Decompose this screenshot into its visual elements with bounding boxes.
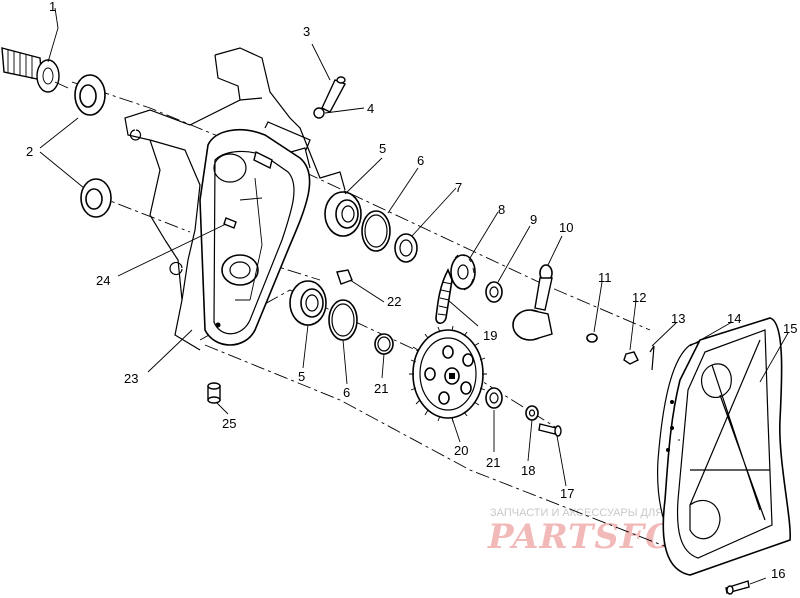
plug-22 bbox=[336, 269, 353, 285]
input-shaft bbox=[1, 47, 69, 93]
callout-16: 16 bbox=[771, 566, 785, 581]
drain-plug bbox=[207, 382, 221, 404]
chaincase-housing bbox=[124, 47, 346, 351]
callout-7: 7 bbox=[455, 180, 462, 195]
callout-4: 4 bbox=[367, 101, 374, 116]
callout-5-upper: 5 bbox=[379, 141, 386, 156]
callout-8: 8 bbox=[498, 202, 505, 217]
seal-upper bbox=[74, 74, 106, 116]
callout-3: 3 bbox=[303, 24, 310, 39]
seal-7 bbox=[394, 233, 418, 263]
callout-20: 20 bbox=[454, 443, 468, 458]
callout-25: 25 bbox=[222, 416, 236, 431]
washer-11 bbox=[586, 333, 598, 343]
chaincase-cover bbox=[662, 317, 791, 576]
callout-12: 12 bbox=[632, 290, 646, 305]
cover-bolt bbox=[725, 580, 750, 595]
callout-5-lower: 5 bbox=[298, 369, 305, 384]
snap-ring-upper bbox=[361, 210, 391, 252]
callout-10: 10 bbox=[559, 220, 573, 235]
bearing-lower bbox=[289, 280, 327, 326]
callout-22: 22 bbox=[387, 294, 401, 309]
leader-lines bbox=[39, 7, 789, 585]
callout-19: 19 bbox=[483, 328, 497, 343]
top-sprocket bbox=[450, 254, 476, 291]
bolt bbox=[321, 76, 346, 113]
callout-23: 23 bbox=[124, 371, 138, 386]
bearing-upper bbox=[324, 191, 362, 237]
callout-9: 9 bbox=[530, 212, 537, 227]
callout-14: 14 bbox=[727, 311, 741, 326]
callout-21-lower: 21 bbox=[486, 455, 500, 470]
ring-21-lower bbox=[485, 387, 503, 409]
chain-tensioner bbox=[512, 264, 553, 341]
washer-18 bbox=[525, 405, 539, 421]
bottom-sprocket bbox=[409, 325, 487, 423]
callout-1: 1 bbox=[49, 0, 56, 14]
snap-ring-lower bbox=[328, 299, 358, 341]
callout-21-upper: 21 bbox=[374, 381, 388, 396]
callout-13: 13 bbox=[671, 311, 685, 326]
ring-21-upper bbox=[374, 333, 394, 355]
callout-24: 24 bbox=[96, 273, 110, 288]
callout-17: 17 bbox=[560, 486, 574, 501]
callout-15: 15 bbox=[783, 321, 797, 336]
callout-numbers: 1 2 3 4 5 6 7 8 9 10 11 12 13 14 15 16 1… bbox=[26, 0, 797, 581]
nut-12 bbox=[623, 351, 639, 365]
seal-lower bbox=[80, 178, 112, 218]
callout-6-lower: 6 bbox=[343, 385, 350, 400]
nut bbox=[313, 107, 325, 119]
callout-11: 11 bbox=[598, 270, 612, 285]
callout-18: 18 bbox=[521, 463, 535, 478]
callout-2: 2 bbox=[26, 144, 33, 159]
drive-chain bbox=[435, 268, 453, 325]
callout-6-upper: 6 bbox=[417, 153, 424, 168]
sprocket-bolt bbox=[538, 423, 562, 437]
washer-9 bbox=[485, 281, 503, 303]
cotter-pin bbox=[649, 345, 655, 371]
